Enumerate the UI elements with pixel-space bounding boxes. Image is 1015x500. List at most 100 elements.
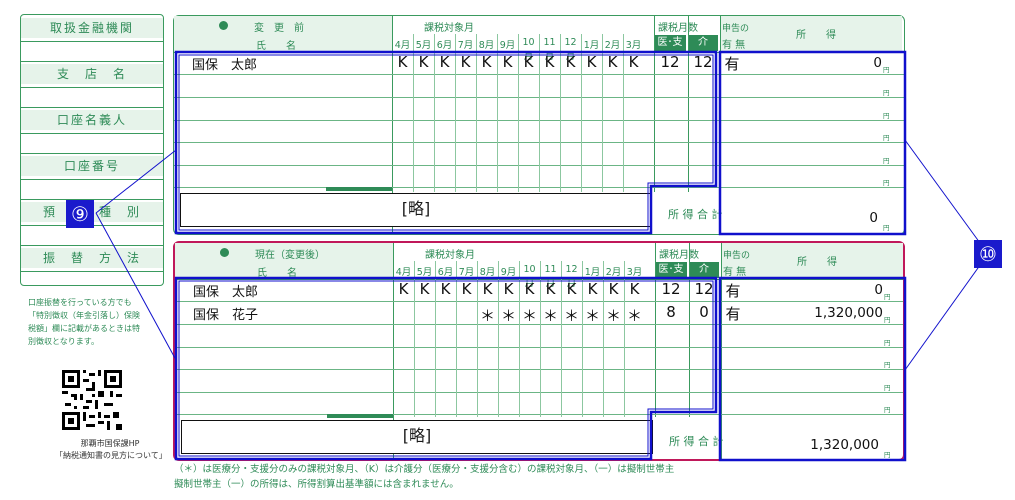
callout-9-badge: ⑨ <box>66 200 94 228</box>
omitted-box: [略] <box>180 193 652 227</box>
yen-unit: 円 <box>883 134 890 142</box>
before-change-table: 変 更 前 氏 名 課税対象月 課税月数 医･支 介 申告の 有 無 所 得 4… <box>173 15 905 235</box>
before-section-label: 変 更 前 <box>254 23 304 34</box>
yen-unit: 円 <box>884 384 891 392</box>
special-collection-note: 口座振替を行っている方でも「特別徴収（年金引落し）保険税額」欄に記載があるときは… <box>28 298 140 346</box>
month-header: 2月 <box>604 40 621 51</box>
month-header: 10月 <box>523 264 536 289</box>
month-mark: K <box>440 280 451 298</box>
month-header: 7月 <box>458 267 475 278</box>
month-mark: ＊ <box>584 307 600 325</box>
month-mark: K <box>607 53 618 71</box>
yen-unit: 円 <box>884 293 891 301</box>
month-header: 5月 <box>415 40 432 51</box>
yen-unit: 円 <box>883 89 890 97</box>
declaration-value: 有 <box>724 55 740 73</box>
month-mark: K <box>565 53 576 71</box>
footnote: （＊）は医療分・支援分のみの課税対象月、（K）は介護分（医療分・支援分含む）の課… <box>174 464 675 490</box>
care-header: 介 <box>689 262 719 278</box>
month-header: 12月 <box>565 264 578 289</box>
month-header: 8月 <box>478 40 495 51</box>
period-header: 課税対象月 <box>424 23 474 34</box>
month-mark: ＊ <box>563 307 579 325</box>
month-mark: K <box>566 280 577 298</box>
month-mark: ＊ <box>542 307 558 325</box>
transfer-method-label: 振 替 方 法 <box>21 248 163 268</box>
med-months: 8 <box>666 303 676 321</box>
after-marker-icon <box>220 248 229 257</box>
income-value: 1,320,000 <box>814 305 883 321</box>
yen-unit: 円 <box>883 66 890 74</box>
month-mark: ＊ <box>626 307 642 325</box>
care-months: 12 <box>694 280 714 298</box>
month-mark: K <box>481 53 492 71</box>
month-header: 9月 <box>499 40 516 51</box>
month-mark: K <box>628 53 639 71</box>
month-header: 8月 <box>479 267 496 278</box>
declaration-value: 有 <box>725 305 741 323</box>
month-header: 9月 <box>500 267 517 278</box>
income-value: 0 <box>873 55 882 71</box>
med-header: 医･支 <box>655 262 687 278</box>
month-mark: K <box>419 280 430 298</box>
name-header: 氏 名 <box>257 268 297 279</box>
table-row-name: 国保 太郎 <box>192 58 258 73</box>
callout-10-badge: ⑩ <box>974 240 1002 268</box>
table-row-name: 国保 太郎 <box>193 285 259 300</box>
month-header: 3月 <box>625 40 642 51</box>
yen-unit: 円 <box>884 406 891 414</box>
month-header: 3月 <box>626 267 643 278</box>
month-header: 12月 <box>564 37 577 62</box>
income-value: 0 <box>874 282 883 298</box>
med-header: 医･支 <box>654 35 686 51</box>
month-mark: K <box>502 53 513 71</box>
yen-unit: 円 <box>884 339 891 347</box>
declaration-value: 有 <box>725 282 741 300</box>
med-months: 12 <box>660 53 680 71</box>
bank-label: 取扱金融機関 <box>21 18 163 38</box>
before-marker-icon <box>219 21 228 30</box>
month-mark: K <box>587 280 598 298</box>
yen-unit: 円 <box>884 451 891 459</box>
month-mark: K <box>523 53 534 71</box>
month-header: 6月 <box>437 267 454 278</box>
month-mark: K <box>482 280 493 298</box>
month-mark: ＊ <box>500 307 516 325</box>
omitted-box: [略] <box>181 420 653 454</box>
month-mark: K <box>524 280 535 298</box>
month-mark: K <box>418 53 429 71</box>
period-header: 課税対象月 <box>425 250 475 261</box>
month-header: 5月 <box>416 267 433 278</box>
month-mark: ＊ <box>479 307 495 325</box>
declaration-header: 申告の <box>723 251 751 261</box>
month-header: 2月 <box>605 267 622 278</box>
month-mark: K <box>629 280 640 298</box>
yen-unit: 円 <box>883 157 890 165</box>
month-header: 1月 <box>583 40 600 51</box>
yen-unit: 円 <box>884 361 891 369</box>
month-mark: K <box>398 280 409 298</box>
branch-label: 支 店 名 <box>21 64 163 84</box>
account-holder-label: 口座名義人 <box>21 110 163 130</box>
after-change-table: 現在（変更後） 氏 名 課税対象月 課税月数 医･支 介 申告の 有 無 所 得… <box>173 241 905 461</box>
qr-code <box>62 370 122 430</box>
income-total-value: 1,320,000 <box>810 437 879 453</box>
month-header: 4月 <box>394 40 411 51</box>
account-number-label: 口座番号 <box>21 156 163 176</box>
qr-caption: 那覇市国保課HP「納税通知書の見方について」 <box>55 439 167 460</box>
yen-unit: 円 <box>883 112 890 120</box>
yen-unit: 円 <box>883 179 890 187</box>
care-months: 0 <box>699 303 709 321</box>
month-mark: K <box>460 53 471 71</box>
month-header: 11月 <box>544 264 557 289</box>
income-total-label: 所 得 合 計 <box>669 435 724 448</box>
month-header: 10月 <box>522 37 535 62</box>
yen-unit: 円 <box>883 224 890 232</box>
month-mark: K <box>397 53 408 71</box>
month-mark: K <box>545 280 556 298</box>
declaration-header: 申告の <box>722 24 750 34</box>
income-header: 所 得 <box>797 257 837 268</box>
month-header: 4月 <box>395 267 412 278</box>
month-header: 7月 <box>457 40 474 51</box>
